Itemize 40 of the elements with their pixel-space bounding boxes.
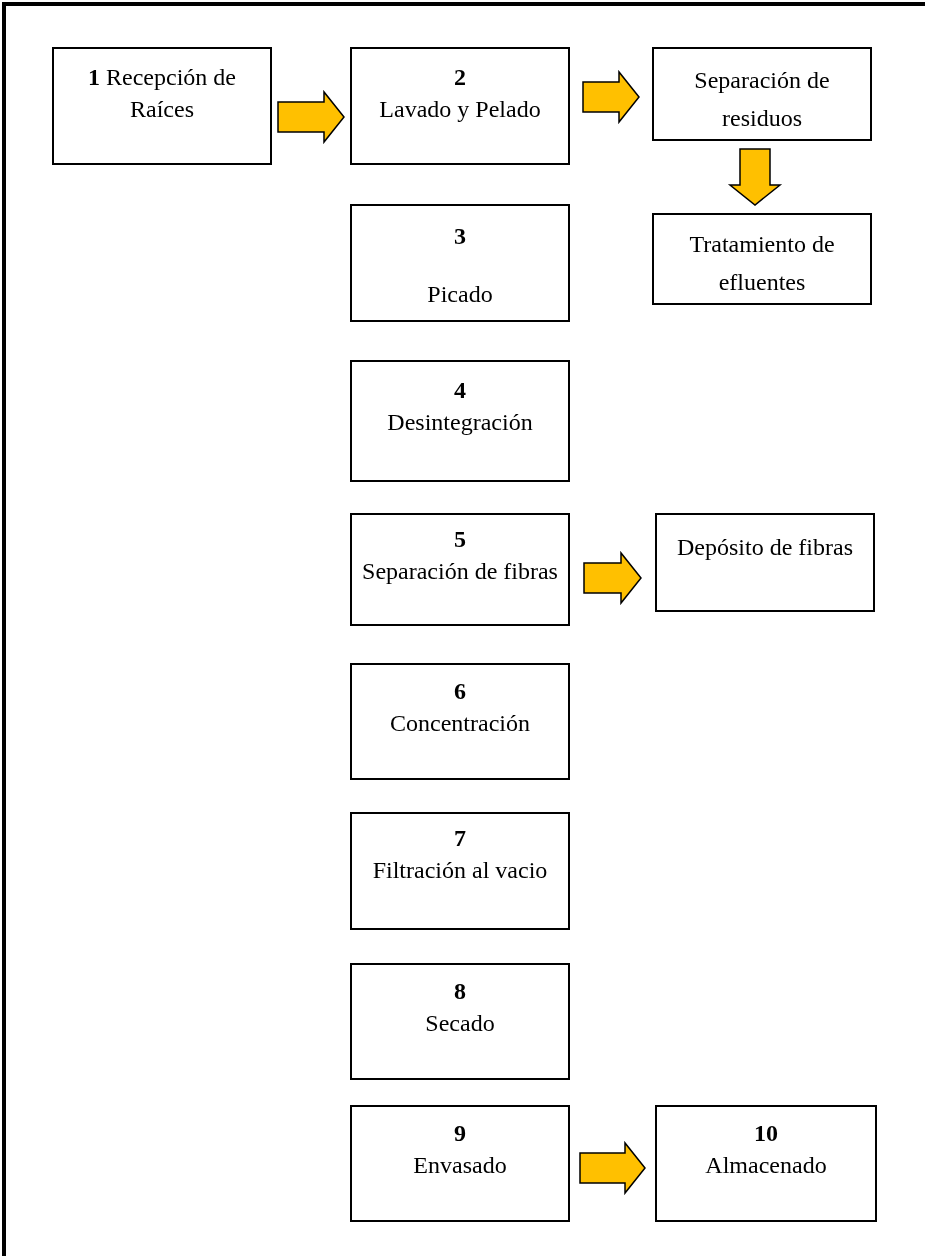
step-label: Almacenado bbox=[704, 1151, 828, 1180]
process-box bbox=[655, 1105, 877, 1222]
process-box bbox=[350, 360, 570, 482]
block-arrow bbox=[727, 148, 783, 206]
step-number: 3 bbox=[453, 222, 467, 251]
step-number: 7 bbox=[453, 824, 467, 853]
step-number: 9 bbox=[453, 1119, 467, 1148]
process-box bbox=[350, 1105, 570, 1222]
step-label: Depósito de fibras bbox=[676, 533, 854, 562]
process-box bbox=[350, 47, 570, 165]
step-number: 5 bbox=[453, 525, 467, 554]
step-label: 1 Recepción de Raíces bbox=[87, 63, 237, 124]
step-label: Separación de fibras bbox=[361, 557, 559, 586]
process-box bbox=[652, 213, 872, 305]
block-arrow bbox=[579, 1140, 646, 1196]
process-box bbox=[350, 963, 570, 1080]
step-label: Picado bbox=[426, 280, 494, 309]
step-number: 4 bbox=[453, 376, 467, 405]
step-label: Envasado bbox=[412, 1151, 508, 1180]
process-box bbox=[655, 513, 875, 612]
step-label: Tratamiento de efluentes bbox=[688, 230, 836, 297]
process-box bbox=[350, 513, 570, 626]
block-arrow bbox=[277, 89, 345, 145]
step-number: 2 bbox=[453, 63, 467, 92]
step-number: 10 bbox=[753, 1119, 779, 1148]
process-box bbox=[350, 663, 570, 780]
step-label: Filtración al vacio bbox=[371, 856, 549, 885]
step-label: Concentración bbox=[389, 709, 531, 738]
process-box bbox=[350, 812, 570, 930]
step-label: Desintegración bbox=[386, 408, 534, 437]
step-number: 6 bbox=[453, 677, 467, 706]
block-arrow bbox=[582, 69, 640, 125]
step-number: 8 bbox=[453, 977, 467, 1006]
block-arrow bbox=[583, 550, 642, 606]
process-box bbox=[350, 204, 570, 322]
step-label: Secado bbox=[424, 1009, 496, 1038]
step-label: Separación de residuos bbox=[693, 66, 831, 133]
step-label: Lavado y Pelado bbox=[378, 95, 542, 124]
process-box bbox=[52, 47, 272, 165]
process-box bbox=[652, 47, 872, 141]
